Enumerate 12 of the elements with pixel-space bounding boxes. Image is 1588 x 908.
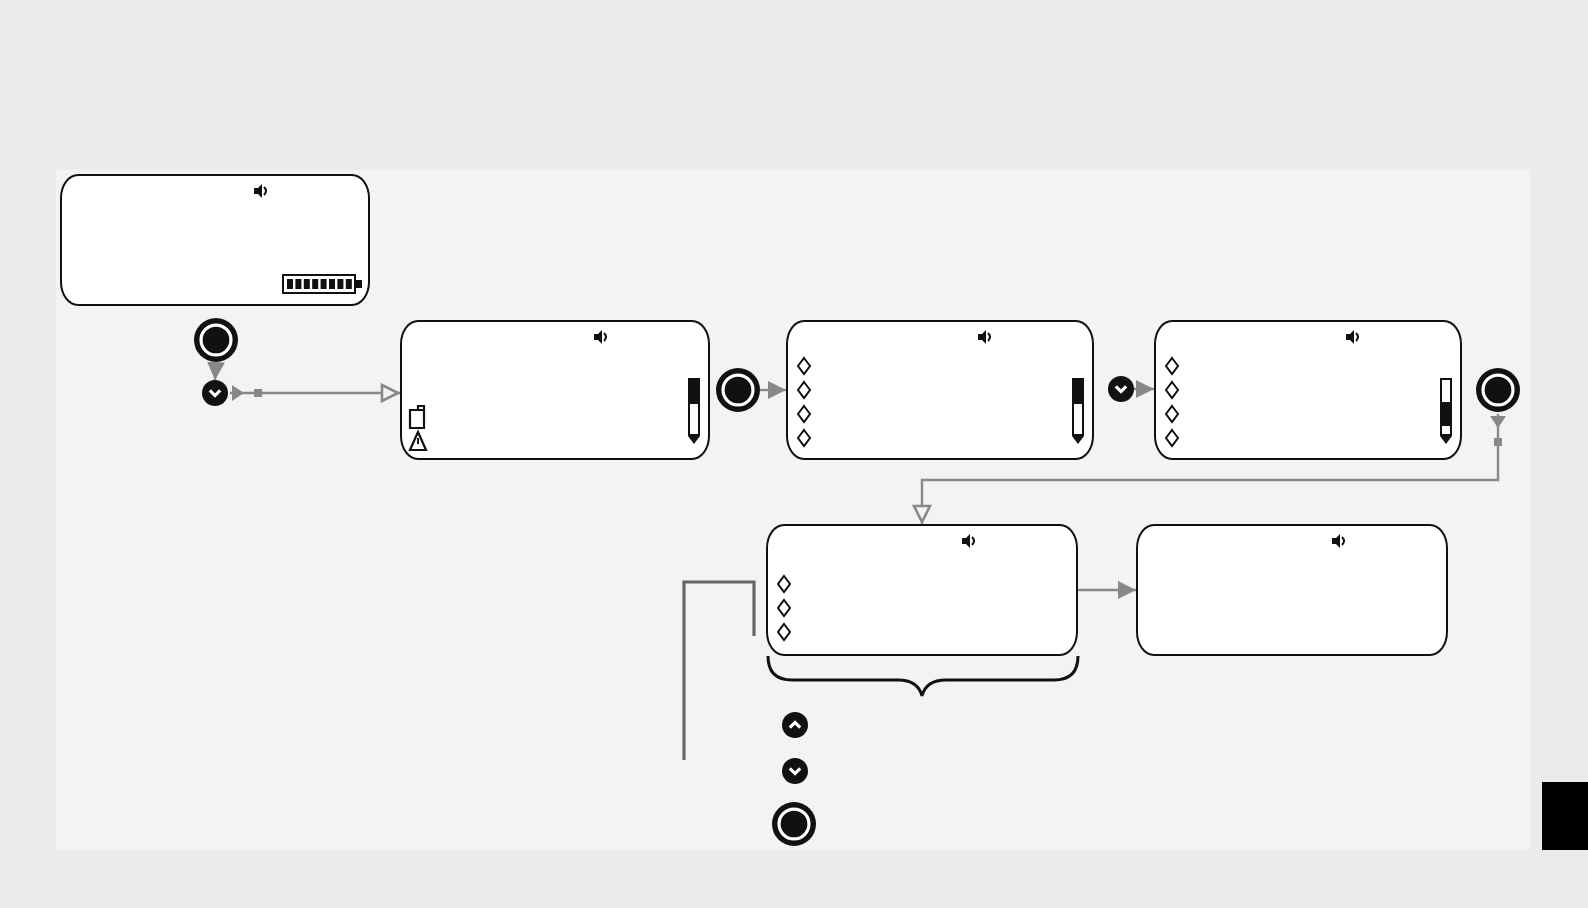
arrow [1134,380,1154,398]
display-screen [1154,320,1462,460]
arrow [1078,581,1136,599]
arrow [760,381,786,399]
display-screen [766,524,1078,656]
display-screen [1136,524,1448,656]
arrow [207,361,225,381]
arrow [912,414,1506,524]
display-screen [786,320,1094,460]
display-screen [60,174,370,306]
arrow [230,383,400,403]
display-screen [400,320,710,460]
